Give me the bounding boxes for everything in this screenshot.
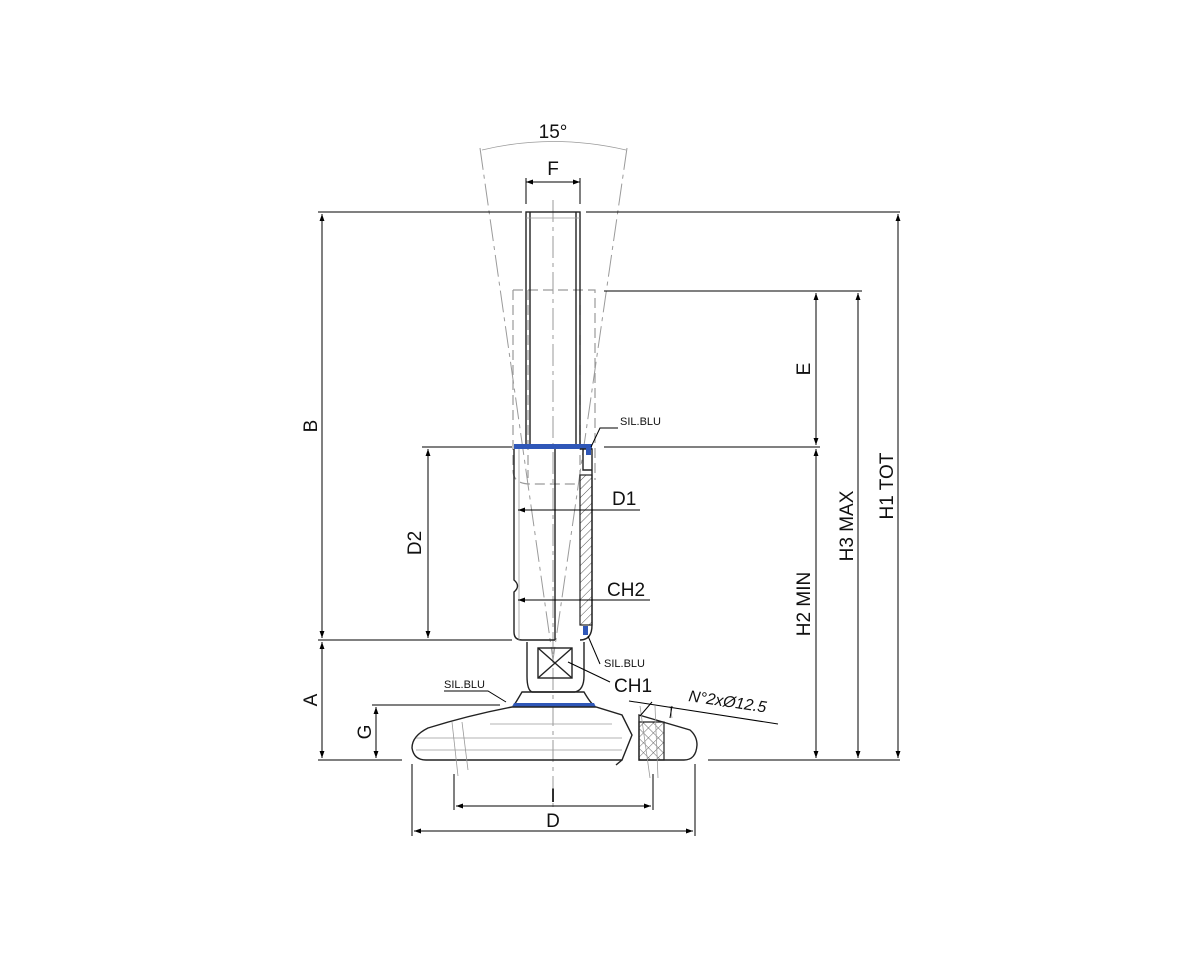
angle-label: 15°	[539, 122, 568, 143]
label-i: I	[550, 786, 555, 807]
leader-lines	[444, 427, 618, 703]
note-sil-base: SIL.BLU	[444, 679, 485, 691]
dimension-lines	[319, 179, 901, 834]
label-d2: D2	[405, 531, 426, 555]
seal-notes: SIL.BLU SIL.BLU SIL.BLU	[444, 416, 661, 691]
note-sil-top: SIL.BLU	[620, 416, 661, 428]
construction-lines	[479, 141, 628, 812]
dimension-labels: 15° F B E H3 MAX H1 TOT H2 MIN D2 D1 CH2…	[301, 122, 898, 832]
base-plate	[411, 705, 698, 779]
label-d1: D1	[612, 489, 636, 510]
label-a: A	[301, 693, 322, 706]
label-e: E	[794, 363, 815, 376]
label-h3: H3 MAX	[837, 490, 858, 561]
label-h2: H2 MIN	[794, 572, 815, 636]
label-g: G	[355, 725, 376, 740]
label-ch2: CH2	[607, 580, 645, 601]
ball-joint	[512, 642, 596, 707]
label-b: B	[301, 420, 322, 433]
label-f: F	[547, 159, 559, 180]
label-d: D	[546, 811, 560, 832]
note-sil-mid: SIL.BLU	[604, 658, 645, 670]
extension-lines	[318, 178, 900, 836]
label-ch1: CH1	[614, 676, 652, 697]
label-h1: H1 TOT	[877, 452, 898, 519]
hex-body	[513, 444, 593, 641]
